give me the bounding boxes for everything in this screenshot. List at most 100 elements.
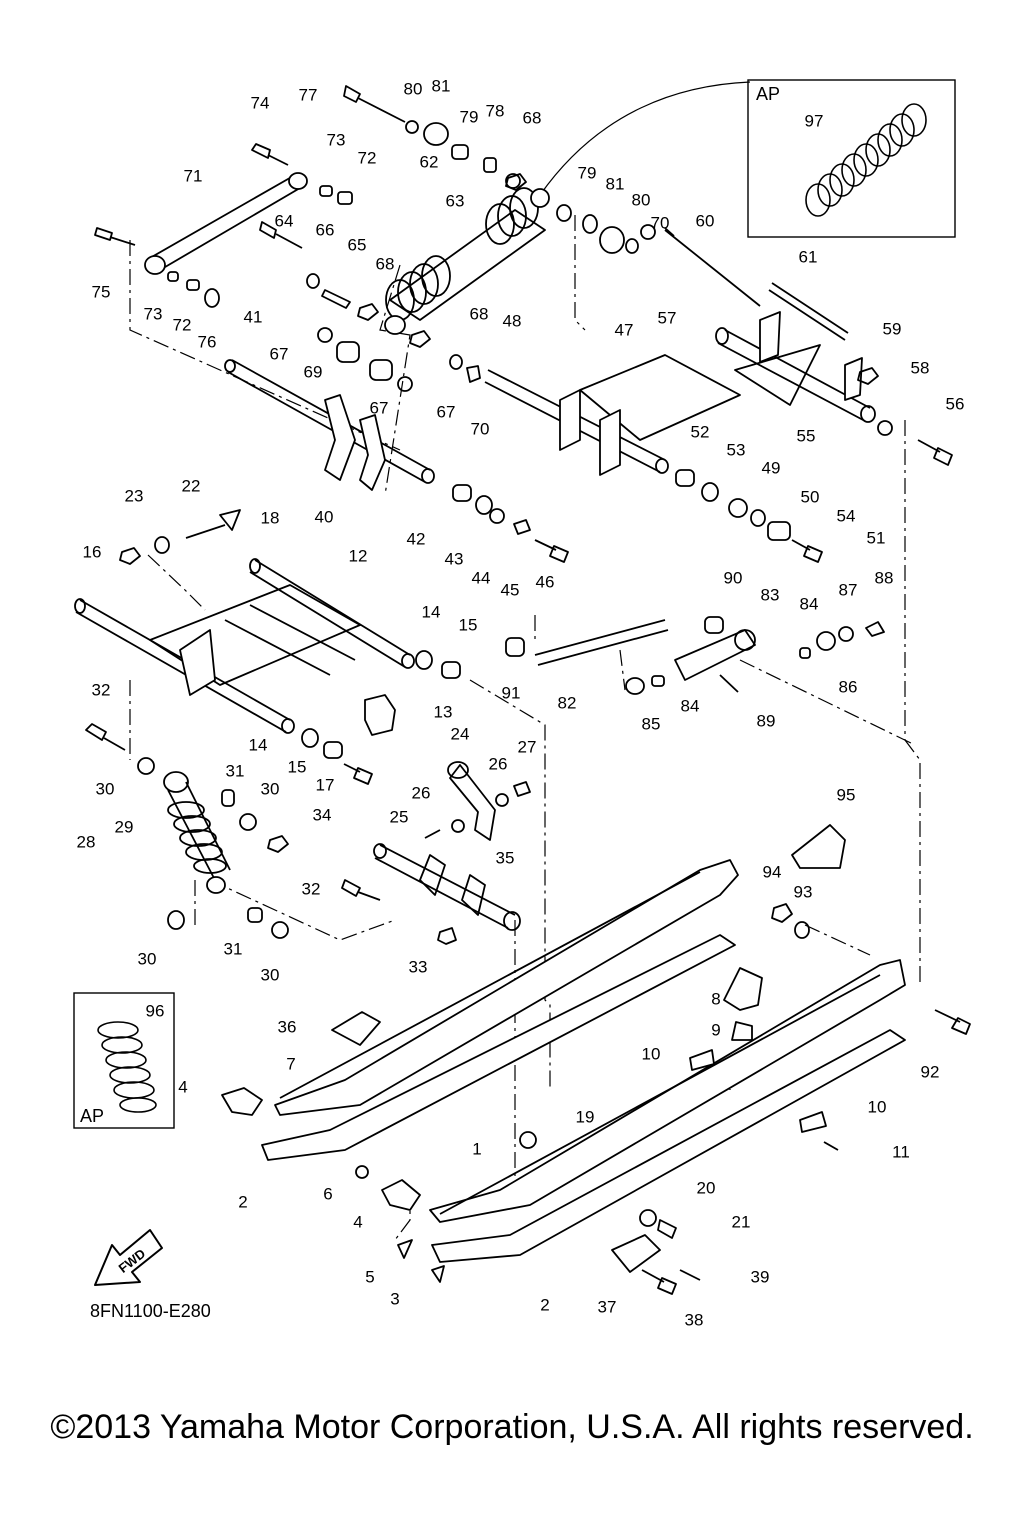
callout-9: 9: [711, 1020, 720, 1039]
callout-82: 82: [558, 693, 577, 712]
rod-82: [505, 619, 669, 666]
callout-10: 10: [868, 1097, 887, 1116]
nut-34: [267, 835, 289, 853]
callout-44: 44: [472, 568, 491, 587]
callout-34: 34: [313, 805, 332, 824]
guide-37: [611, 1234, 661, 1273]
callout-97: 97: [805, 111, 824, 130]
shock-absorber-28: [163, 771, 231, 894]
copyright-notice: ©2013 Yamaha Motor Corporation, U.S.A. A…: [50, 1408, 974, 1446]
callout-73: 73: [327, 130, 346, 149]
callout-94: 94: [763, 862, 782, 881]
nut-59: [857, 367, 879, 385]
callout-69: 69: [304, 362, 323, 381]
callout-32: 32: [302, 879, 321, 898]
callout-93: 93: [794, 882, 813, 901]
callout-37: 37: [598, 1297, 617, 1316]
washers-67-70: [449, 354, 481, 383]
callout-41: 41: [244, 307, 263, 326]
frame-12: [74, 558, 415, 734]
block-13: [364, 694, 396, 736]
bolt-32-lower: [341, 879, 381, 901]
callout-16: 16: [83, 542, 102, 561]
plate-95: [791, 824, 846, 869]
callout-56: 56: [946, 394, 965, 413]
callout-72: 72: [358, 148, 377, 167]
callout-24: 24: [451, 724, 470, 743]
washer-93: [794, 921, 810, 939]
nuts-30: [137, 757, 289, 939]
reference-lines: [129, 81, 921, 1241]
small-84-89: [625, 621, 885, 695]
callout-77: 77: [299, 85, 318, 104]
callout-89: 89: [757, 711, 776, 730]
bolt-77: [343, 85, 406, 123]
callout-43: 43: [445, 549, 464, 568]
callout-31: 31: [226, 761, 245, 780]
arm-83: [674, 629, 756, 681]
inset-label-top: AP: [756, 84, 780, 104]
callout-2: 2: [238, 1192, 247, 1211]
callout-26: 26: [412, 783, 431, 802]
callout-86: 86: [839, 677, 858, 696]
callout-15: 15: [288, 757, 307, 776]
callout-15: 15: [459, 615, 478, 634]
bracket-24: [447, 761, 496, 841]
rod-61: [768, 282, 849, 341]
callout-10: 10: [642, 1044, 661, 1063]
bolt-64: [259, 221, 351, 309]
callout-32: 32: [92, 680, 111, 699]
fwd-arrow-icon: [94, 1229, 163, 1286]
callout-38: 38: [685, 1310, 704, 1329]
callout-87: 87: [839, 580, 858, 599]
callout-4: 4: [178, 1077, 187, 1096]
exploded-parts-diagram: AP AP: [73, 76, 971, 1329]
callout-70: 70: [651, 213, 670, 232]
nut-33: [437, 927, 457, 945]
shaft-55: [715, 311, 876, 423]
guide-36: [331, 1011, 381, 1046]
callout-30: 30: [261, 965, 280, 984]
callout-73: 73: [144, 304, 163, 323]
callout-84: 84: [681, 696, 700, 715]
inset-spring-bottom: AP: [73, 992, 175, 1129]
callout-84: 84: [800, 594, 819, 613]
callout-78: 78: [486, 101, 505, 120]
callout-52: 52: [691, 422, 710, 441]
runner-2-left: [261, 934, 736, 1161]
callout-79: 79: [460, 107, 479, 126]
small-fasteners-bottom: [355, 1009, 971, 1295]
callout-3: 3: [390, 1289, 399, 1308]
nuts-23: [119, 536, 170, 565]
callout-70: 70: [471, 419, 490, 438]
callout-30: 30: [96, 779, 115, 798]
callout-7: 7: [286, 1054, 295, 1073]
callout-46: 46: [536, 572, 555, 591]
callout-67: 67: [270, 344, 289, 363]
runner-2-right: [431, 1029, 906, 1263]
callout-67: 67: [437, 402, 456, 421]
callout-72: 72: [173, 315, 192, 334]
callout-50: 50: [801, 487, 820, 506]
callout-12: 12: [349, 546, 368, 565]
clips-4: [221, 1087, 421, 1211]
bolt-60: [664, 227, 761, 307]
callout-1: 1: [472, 1139, 481, 1158]
bolt-56: [917, 439, 953, 466]
callout-92: 92: [921, 1062, 940, 1081]
callout-31: 31: [224, 939, 243, 958]
callout-53: 53: [727, 440, 746, 459]
callout-numbers: 1223445678910101112131414151516171819202…: [77, 76, 965, 1329]
callout-54: 54: [837, 506, 856, 525]
collars-42-46: [452, 484, 569, 563]
arm-47: [559, 354, 741, 476]
inset-label-bottom: AP: [80, 1106, 104, 1126]
callout-39: 39: [751, 1267, 770, 1286]
callout-79: 79: [578, 163, 597, 182]
coil-spring-96-icon: [97, 1021, 157, 1113]
callout-62: 62: [420, 152, 439, 171]
callout-74: 74: [251, 93, 270, 112]
callout-71: 71: [184, 166, 203, 185]
callout-4: 4: [353, 1212, 362, 1231]
bolt-32-upper: [85, 723, 126, 751]
